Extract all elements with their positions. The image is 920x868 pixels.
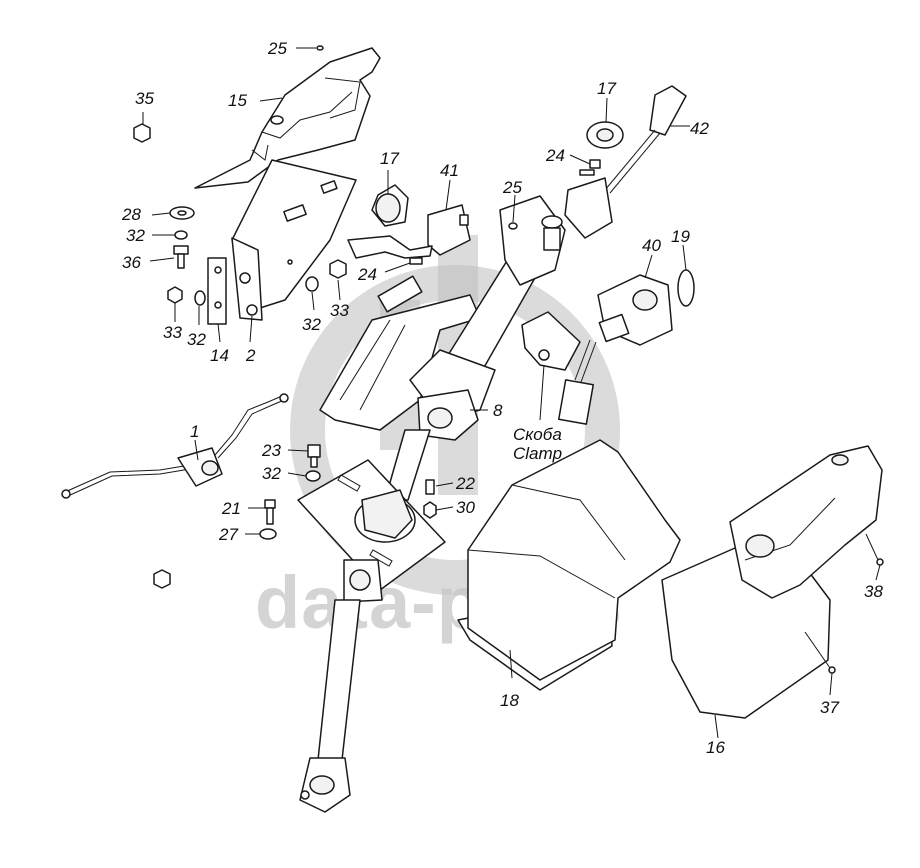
bracket-note-ru: Скоба xyxy=(513,425,562,444)
part-1-cable-sensor xyxy=(61,393,289,499)
fastener-21-bolt xyxy=(264,499,276,525)
callout-27: 27 xyxy=(218,525,238,544)
bracket-note-en: Clamp xyxy=(513,444,562,463)
fastener-36-bolt xyxy=(173,245,189,269)
part-14-bracket xyxy=(207,159,357,325)
fastener-32-washer xyxy=(174,230,188,240)
leader-lines xyxy=(142,47,881,739)
part-17-knob xyxy=(586,121,624,149)
part-15-cover xyxy=(194,47,381,189)
callout-32-d: 32 xyxy=(262,464,281,483)
callout-32-c: 32 xyxy=(302,315,321,334)
callout-17-b: 17 xyxy=(597,79,616,98)
clamp-bracket xyxy=(521,311,581,371)
part-16-upper-shroud xyxy=(661,445,883,719)
fastener-32-washer-left xyxy=(194,290,206,306)
callout-2: 2 xyxy=(245,346,256,365)
callout-33-a: 33 xyxy=(163,323,182,342)
callout-35: 35 xyxy=(135,89,154,108)
callout-14: 14 xyxy=(210,346,229,365)
callout-40: 40 xyxy=(642,236,661,255)
callout-25-mid: 25 xyxy=(502,178,522,197)
fastener-35-nut xyxy=(133,123,151,143)
part-42-lever-switch xyxy=(564,85,687,239)
callout-24-a: 24 xyxy=(357,265,377,284)
part-41-switch xyxy=(347,204,471,259)
fastener-27-washer xyxy=(259,528,277,540)
callout-8: 8 xyxy=(493,401,503,420)
fastener-30-nut xyxy=(423,501,437,519)
callout-labels: 25 15 35 28 32 36 33 32 14 2 17 41 24 32… xyxy=(121,39,883,757)
callout-23: 23 xyxy=(261,441,281,460)
fastener-33-nut-mid xyxy=(329,259,347,279)
fastener-33-nut-left xyxy=(167,286,183,304)
part-19-ring xyxy=(677,269,695,307)
fastener-28-washer xyxy=(169,206,195,220)
part-40-ignition-switch xyxy=(557,274,673,425)
callout-21: 21 xyxy=(221,499,241,518)
callout-33-b: 33 xyxy=(330,301,349,320)
callout-17-a: 17 xyxy=(380,149,399,168)
fastener-22-bolt xyxy=(425,479,435,495)
fastener-25-pin-right xyxy=(508,222,518,230)
callout-22: 22 xyxy=(455,474,475,493)
callout-38: 38 xyxy=(864,582,883,601)
callout-16: 16 xyxy=(706,738,725,757)
callout-1: 1 xyxy=(190,422,199,441)
callout-25-top: 25 xyxy=(267,39,287,58)
callout-32-b: 32 xyxy=(187,330,206,349)
fastener-32-washer-mid xyxy=(305,276,319,292)
callout-37: 37 xyxy=(820,698,839,717)
callout-15: 15 xyxy=(228,91,247,110)
callout-41: 41 xyxy=(440,161,459,180)
callout-28: 28 xyxy=(121,205,141,224)
callout-18: 18 xyxy=(500,691,519,710)
fastener-32-washer-flange xyxy=(305,470,321,482)
fastener-24-screw xyxy=(409,257,423,265)
fastener-23-bolt xyxy=(307,444,321,468)
fastener-24-screw-right xyxy=(579,159,601,176)
callout-36: 36 xyxy=(122,253,141,272)
part-18-lower-shroud xyxy=(457,439,681,691)
loose-nut xyxy=(153,569,171,589)
callout-30: 30 xyxy=(456,498,475,517)
callout-42: 42 xyxy=(690,119,709,138)
fastener-25-pin xyxy=(316,45,324,51)
callout-24-b: 24 xyxy=(545,146,565,165)
callout-19: 19 xyxy=(671,227,690,246)
fastener-38-screw xyxy=(865,533,884,566)
part-17-grommet xyxy=(371,184,409,227)
callout-32-a: 32 xyxy=(126,226,145,245)
steering-column-assembly xyxy=(297,195,566,813)
